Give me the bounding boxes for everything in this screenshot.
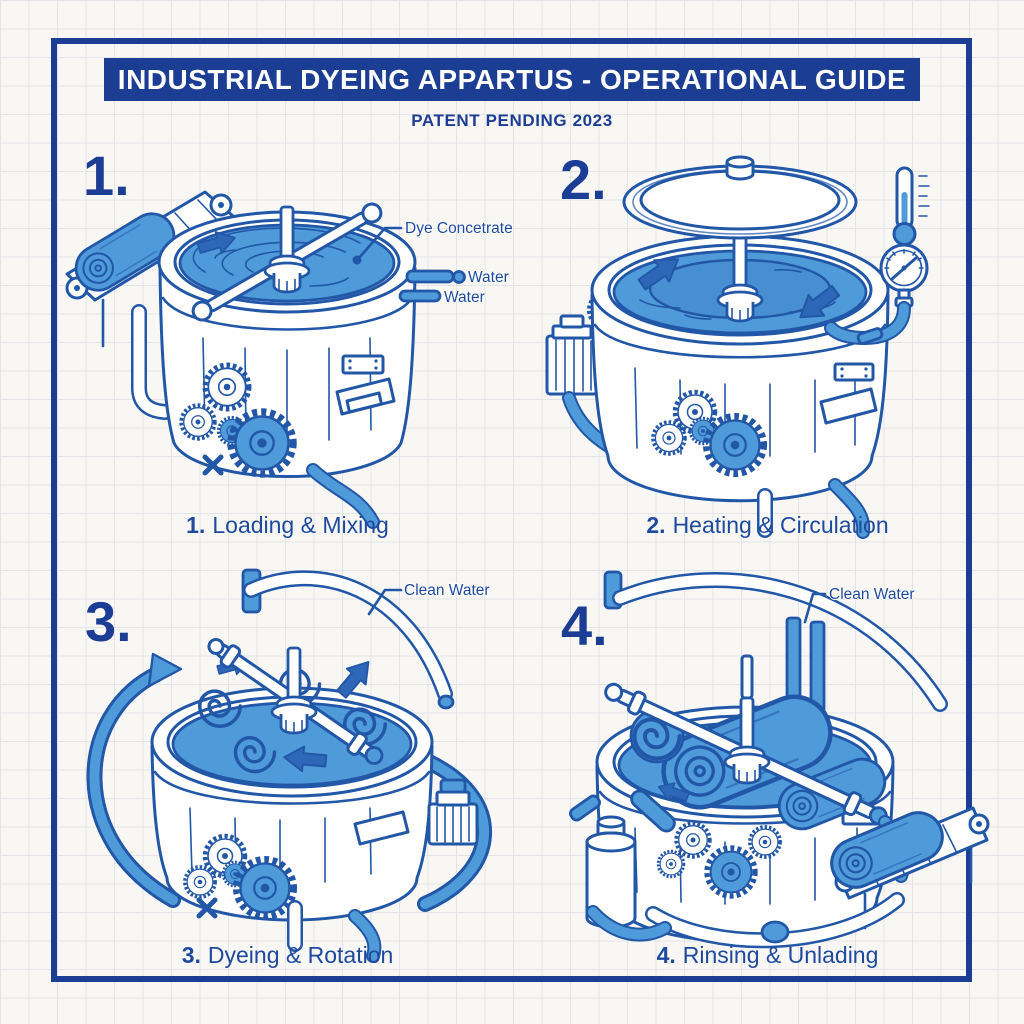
panel-4-illustration bbox=[569, 570, 990, 949]
step-number-3: 3. bbox=[85, 590, 132, 653]
dye-vat bbox=[157, 202, 417, 479]
panel-3-illustration bbox=[86, 568, 492, 963]
label-water-top: Water bbox=[468, 269, 509, 286]
panel-4: 4. Clean Water 4.Rinsing & Unlading bbox=[535, 556, 1000, 971]
thermometer-icon bbox=[892, 166, 930, 246]
clean-water-pipe bbox=[241, 568, 455, 710]
subtitle: PATENT PENDING 2023 bbox=[411, 111, 613, 130]
unloading-conveyor bbox=[822, 803, 990, 930]
lid bbox=[622, 155, 858, 240]
caption-4: 4.Rinsing & Unlading bbox=[656, 942, 879, 968]
drain-pipes bbox=[586, 892, 905, 949]
panel-2: 2. 2.Heating & Circulation bbox=[535, 140, 1000, 555]
panel-1: 1. Dye Concetrate Water Water 1.Loading … bbox=[55, 140, 520, 555]
hatch bbox=[819, 387, 878, 425]
label-water-bottom: Water bbox=[444, 289, 485, 306]
gauge-pipe bbox=[824, 301, 911, 346]
frame-border bbox=[51, 38, 972, 982]
page-title: INDUSTRIAL DYEING APPARTUS - OPERATIONAL… bbox=[117, 63, 907, 95]
dye-leader-line bbox=[352, 226, 403, 265]
circulation-loop bbox=[86, 652, 492, 912]
label-clean-water: Clean Water bbox=[829, 586, 915, 603]
caption-2: 2.Heating & Circulation bbox=[646, 512, 889, 538]
caption-3: 3.Dyeing & Rotation bbox=[181, 942, 394, 968]
clean-water-leader bbox=[367, 588, 403, 616]
hatch bbox=[353, 810, 410, 846]
panel-1-illustration bbox=[65, 190, 466, 529]
clean-water-pipe bbox=[603, 570, 948, 726]
step-number-2: 2. bbox=[560, 148, 607, 211]
feed-pipe bbox=[131, 304, 173, 420]
caption-1: 1.Loading & Mixing bbox=[186, 512, 389, 538]
filter-canister bbox=[569, 794, 637, 929]
drain-pipe bbox=[306, 463, 380, 529]
panel-2-illustration bbox=[545, 155, 930, 539]
title-bar: INDUSTRIAL DYEING APPARTUS - OPERATIONAL… bbox=[104, 58, 920, 101]
pump-motor bbox=[427, 778, 479, 846]
label-dye-concentrate: Dye Concetrate bbox=[405, 220, 513, 237]
step-number-1: 1. bbox=[83, 144, 130, 207]
step-number-4: 4. bbox=[561, 594, 608, 657]
clean-water-leader bbox=[803, 592, 827, 624]
water-inlet-pipes bbox=[398, 269, 466, 303]
label-clean-water: Clean Water bbox=[404, 582, 490, 599]
panel-3: 3. Clean Water 3.Dyeing & Rotation bbox=[55, 556, 520, 971]
dye-vat bbox=[595, 654, 895, 944]
